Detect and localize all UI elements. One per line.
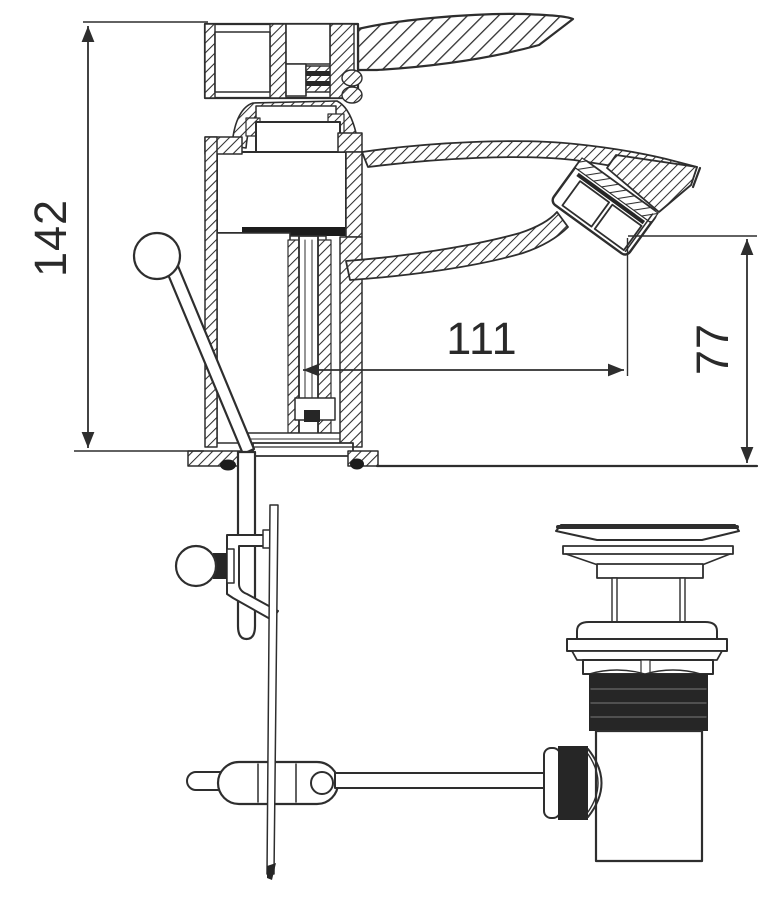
dimension-spout-reach: 111 bbox=[303, 238, 629, 377]
clamp-ball bbox=[174, 544, 218, 588]
clamp-screw bbox=[213, 553, 227, 579]
rod-clamp-block bbox=[216, 760, 340, 806]
faucet-cross-section bbox=[132, 12, 759, 880]
cartridge-cap bbox=[203, 22, 363, 104]
dimension-value-142: 142 bbox=[25, 199, 76, 277]
dimension-value-77: 77 bbox=[687, 323, 738, 375]
pop-up-control bbox=[132, 231, 257, 641]
spout-tip bbox=[606, 154, 698, 213]
faucet-body bbox=[204, 132, 363, 448]
spout-lower-wall bbox=[345, 211, 569, 281]
drain-flange bbox=[562, 545, 734, 555]
spout bbox=[345, 140, 702, 281]
waste-body bbox=[594, 729, 704, 863]
horizontal-pivot-rod bbox=[186, 760, 550, 806]
pivot-rod bbox=[334, 772, 550, 789]
o-ring bbox=[350, 458, 364, 470]
dimension-overall-height: 142 bbox=[25, 21, 208, 452]
pivot-nut bbox=[558, 746, 588, 820]
set-screw bbox=[305, 65, 331, 93]
base-flange bbox=[187, 442, 379, 471]
cartridge bbox=[255, 121, 341, 155]
pop-up-knob bbox=[132, 231, 182, 281]
o-ring bbox=[220, 459, 236, 471]
dimension-outlet-height: 77 bbox=[628, 235, 757, 463]
handle-lever bbox=[356, 12, 575, 72]
dimensions: 142 111 77 bbox=[25, 21, 757, 463]
bonnet bbox=[231, 100, 359, 155]
drain-assembly bbox=[543, 524, 740, 863]
aerator bbox=[551, 157, 659, 256]
pull-strap bbox=[266, 504, 279, 880]
pivot-cap bbox=[543, 747, 561, 819]
dimension-value-111: 111 bbox=[446, 313, 517, 364]
